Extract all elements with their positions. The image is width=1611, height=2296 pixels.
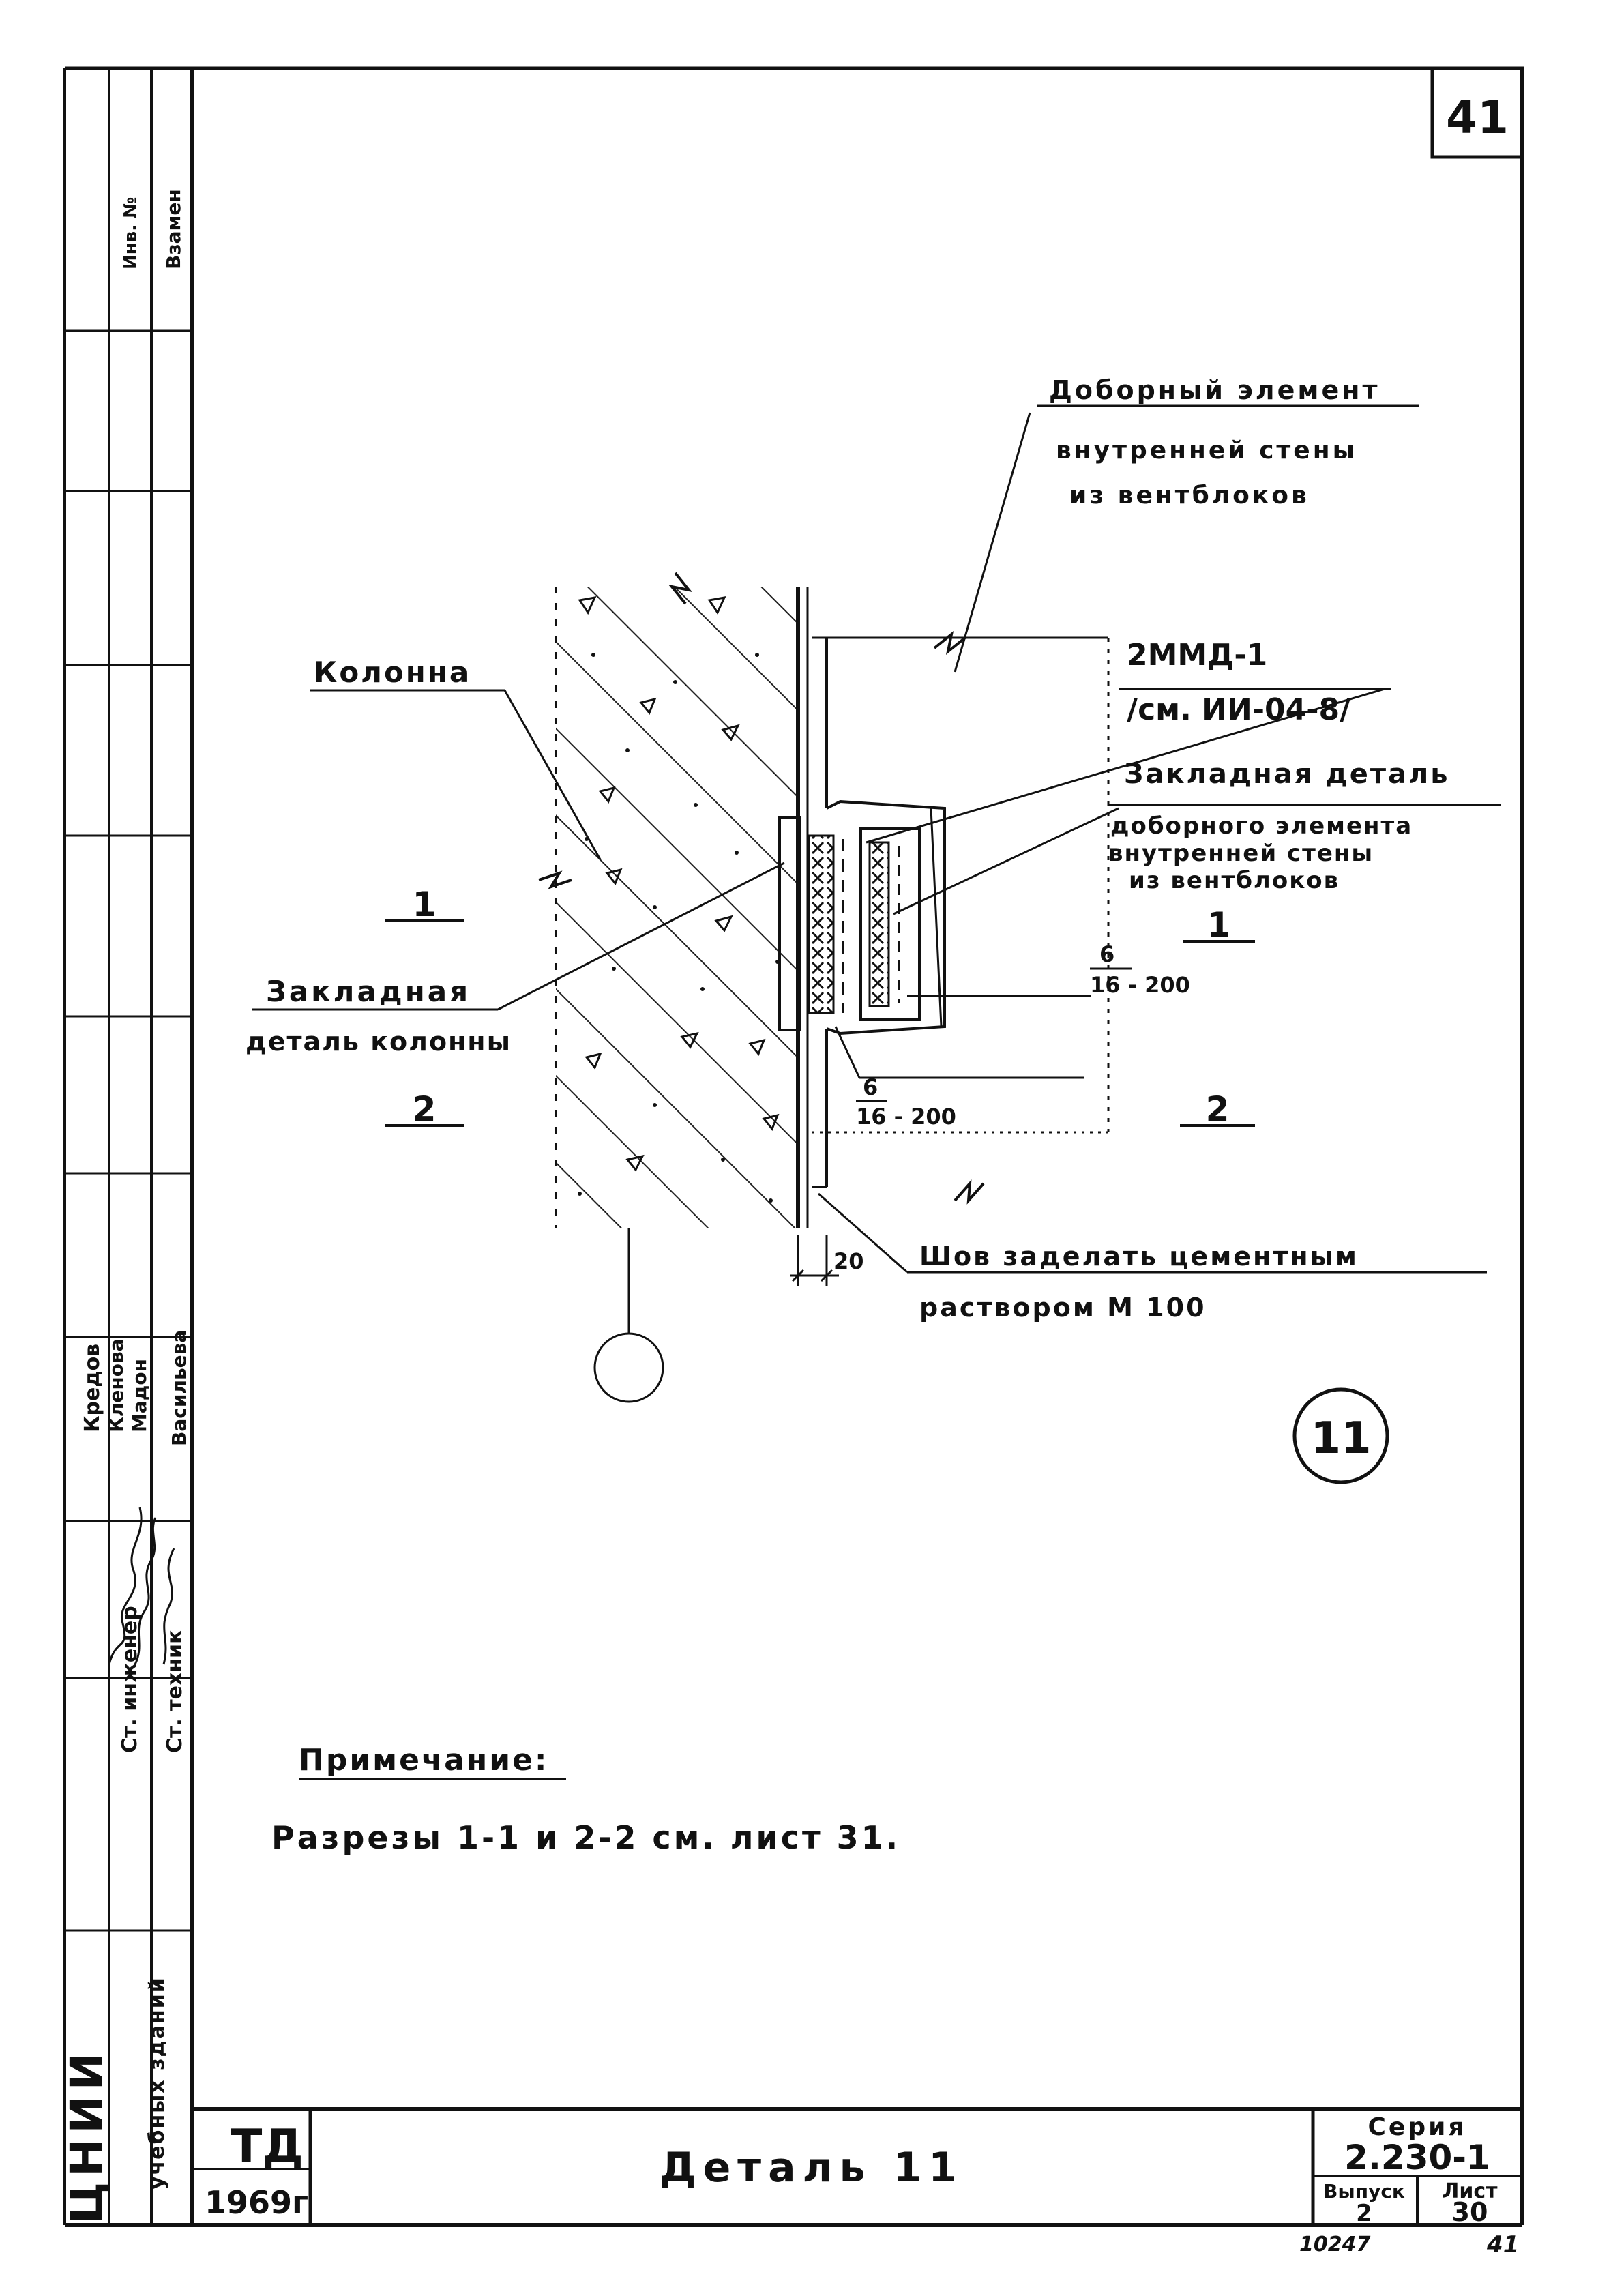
column-section <box>555 587 809 1228</box>
label-embedded-column-2: деталь колонны <box>246 1027 512 1057</box>
title-block-title: Деталь 11 <box>660 2144 964 2192</box>
side-name-2: Кленова <box>105 1338 128 1432</box>
label-column: Колонна <box>314 656 471 689</box>
section-mark-2-right: 2 <box>1206 1089 1230 1129</box>
column-axis <box>593 1228 664 1403</box>
leader-lines <box>252 404 1501 1274</box>
label-infill-element-1: Доборный элемент <box>1049 375 1380 405</box>
weld-lower-top: 6 <box>863 1074 878 1100</box>
gap-dimension-value: 20 <box>833 1248 864 1274</box>
archive-number: 10247 <box>1299 2233 1370 2256</box>
label-embedded-element-1: Закладная деталь <box>1124 759 1450 790</box>
label-embedded-element-4: из вентблоков <box>1129 867 1340 894</box>
section-marks <box>385 919 1255 1127</box>
issue-value: 2 <box>1356 2200 1372 2227</box>
label-mark-2mmd: 2ММД-1 <box>1127 638 1267 673</box>
detail-marker: 11 <box>1292 1387 1389 1484</box>
side-name-3: Мадон <box>128 1359 151 1432</box>
sheet-value: 30 <box>1452 2197 1488 2227</box>
embedded-parts <box>778 816 921 1031</box>
label-embedded-column-1: Закладная <box>266 975 471 1008</box>
section-mark-1-left: 1 <box>413 885 437 924</box>
side-name-4: Васильева <box>168 1330 190 1446</box>
side-org: ЦНИИ <box>61 2047 113 2224</box>
label-seam-2: раствором М 100 <box>919 1293 1207 1323</box>
section-mark-1-right: 1 <box>1207 905 1231 945</box>
side-name-1: Кредов <box>80 1344 104 1432</box>
sheet-frame <box>63 66 1524 2227</box>
series-value: 2.230-1 <box>1344 2138 1490 2177</box>
label-infill-element-2: внутренней стены <box>1056 437 1357 465</box>
note: Примечание: Разрезы 1-1 и 2-2 см. лист 3… <box>271 1743 900 1856</box>
label-embedded-element-2: доборного элемента <box>1110 812 1413 840</box>
side-vzamen: Взамен <box>162 189 185 269</box>
sheet-label: Лист <box>1442 2179 1498 2203</box>
weld-upper-top: 6 <box>1099 941 1114 967</box>
label-embedded-element-3: внутренней стены <box>1108 840 1374 867</box>
section-mark-2-left: 2 <box>413 1089 437 1129</box>
weld-upper-bottom: 16 - 200 <box>1090 972 1190 998</box>
detail-marker-number: 11 <box>1310 1413 1371 1464</box>
label-mark-reference: /см. ИИ-04-8/ <box>1127 692 1351 727</box>
page-number: 41 <box>1486 2231 1519 2258</box>
side-inv: Инв. № <box>121 197 141 269</box>
note-text: Разрезы 1-1 и 2-2 см. лист 31. <box>271 1819 900 1856</box>
title-block: ТД 1969г Деталь 11 Серия 2.230-1 Выпуск … <box>205 2113 1519 2258</box>
note-title: Примечание: <box>299 1743 549 1778</box>
side-stamp: Взамен Инв. № Ст. инженер Ст. техник Кре… <box>61 189 190 2224</box>
label-infill-element-3: из вентблоков <box>1069 482 1310 510</box>
label-seam-1: Шов заделать цементным <box>919 1241 1359 1271</box>
signatures <box>108 1507 175 1665</box>
issue-label: Выпуск <box>1323 2180 1405 2203</box>
series-label: Серия <box>1368 2113 1467 2141</box>
side-org-sub: учебных зданий <box>145 1977 169 2190</box>
side-role-2: Ст. техник <box>163 1630 187 1753</box>
weld-lower-bottom: 16 - 200 <box>856 1104 956 1130</box>
break-marks <box>538 572 985 1205</box>
sheet-number: 41 <box>1446 91 1509 144</box>
gap-dimension <box>790 1235 839 1286</box>
title-block-year: 1969г <box>205 2184 308 2221</box>
title-block-code: ТД <box>231 2120 304 2174</box>
